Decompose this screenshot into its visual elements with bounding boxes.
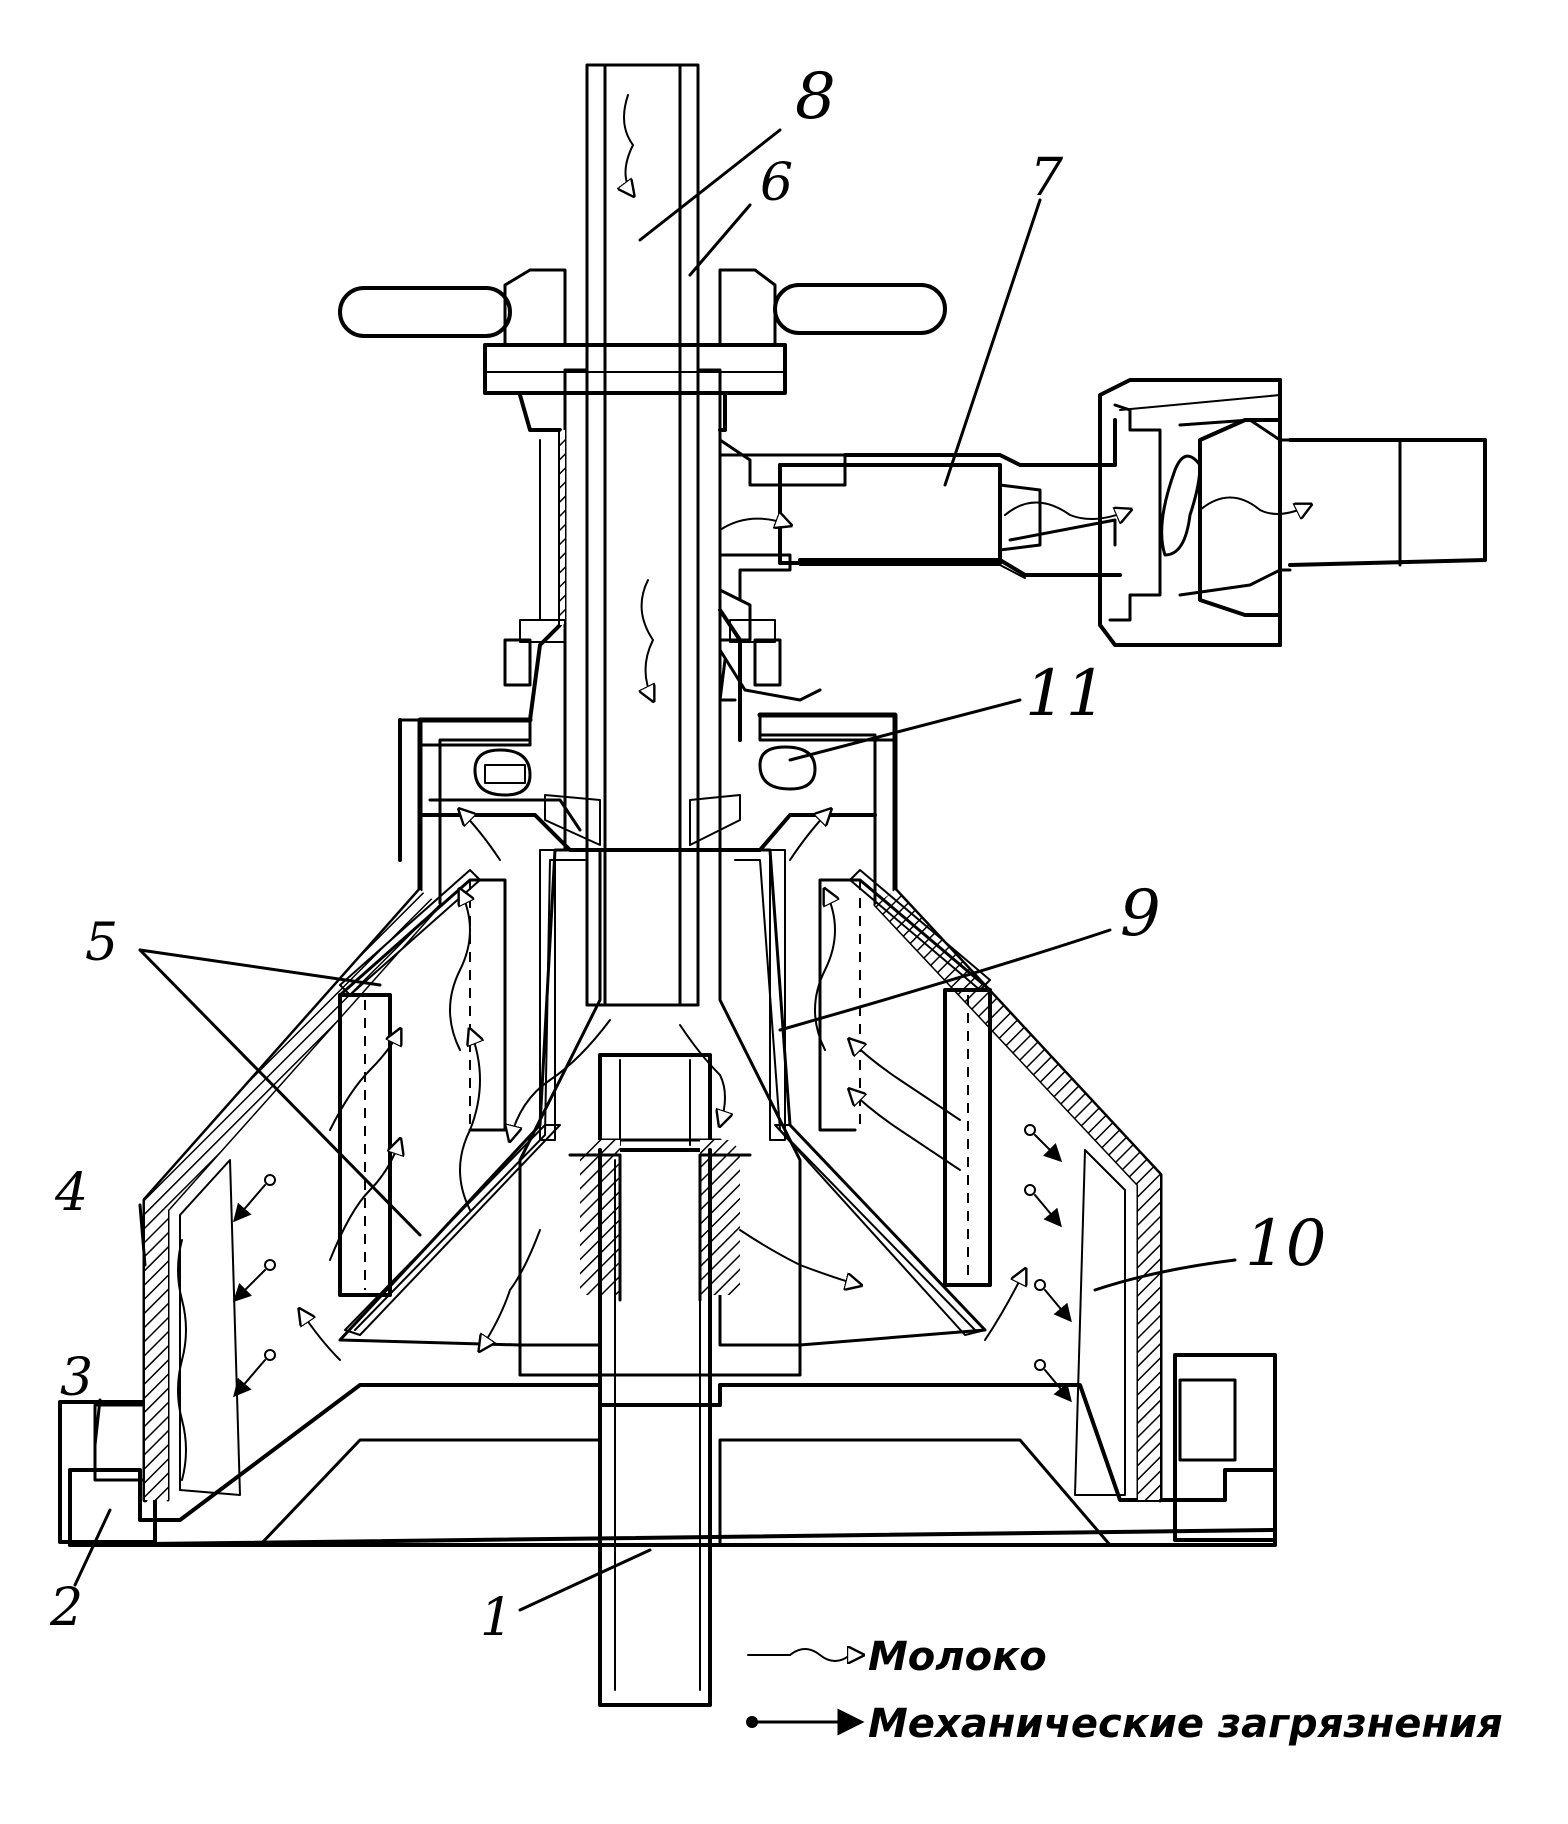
- callout-11: 11: [1025, 657, 1106, 731]
- callout-5: 5: [85, 913, 118, 973]
- callout-4: 4: [54, 1163, 88, 1223]
- outlet-pipe: [718, 378, 1487, 647]
- callout-3: 3: [60, 1348, 93, 1408]
- plate-holder: [338, 848, 987, 1377]
- callout-6: 6: [760, 153, 793, 213]
- sediment-layer: [177, 1149, 1126, 1496]
- callout-10: 10: [1245, 1207, 1326, 1281]
- top-nut-handle: [338, 268, 947, 395]
- callout-1: 1: [480, 1588, 513, 1648]
- legend-impurities-label: Механические загрязнения: [868, 1701, 1503, 1747]
- callout-9: 9: [1120, 877, 1161, 951]
- clamp-ring-right: [1173, 1353, 1277, 1542]
- feed-tube: [563, 63, 722, 1007]
- drive-shaft: [598, 1148, 712, 1707]
- callout-leaders: [73, 128, 1237, 1612]
- drum-cover: [142, 712, 1163, 1503]
- drum-base: [68, 1383, 1277, 1547]
- callout-2: 2: [49, 1578, 83, 1638]
- plate-stack-right: [818, 869, 992, 1287]
- top-plate: [418, 798, 877, 852]
- callout-7: 7: [1030, 148, 1064, 208]
- separator-head: [473, 393, 822, 846]
- callout-8: 8: [795, 60, 836, 134]
- legend-milk-label: Молоко: [868, 1634, 1047, 1680]
- legend: Молоко Механические загрязнения: [746, 1634, 1503, 1747]
- milk-flow-arrows: [300, 94, 1310, 1361]
- impurity-marker-icon: [746, 1716, 758, 1728]
- impurity-flow-arrows: [232, 1124, 1072, 1403]
